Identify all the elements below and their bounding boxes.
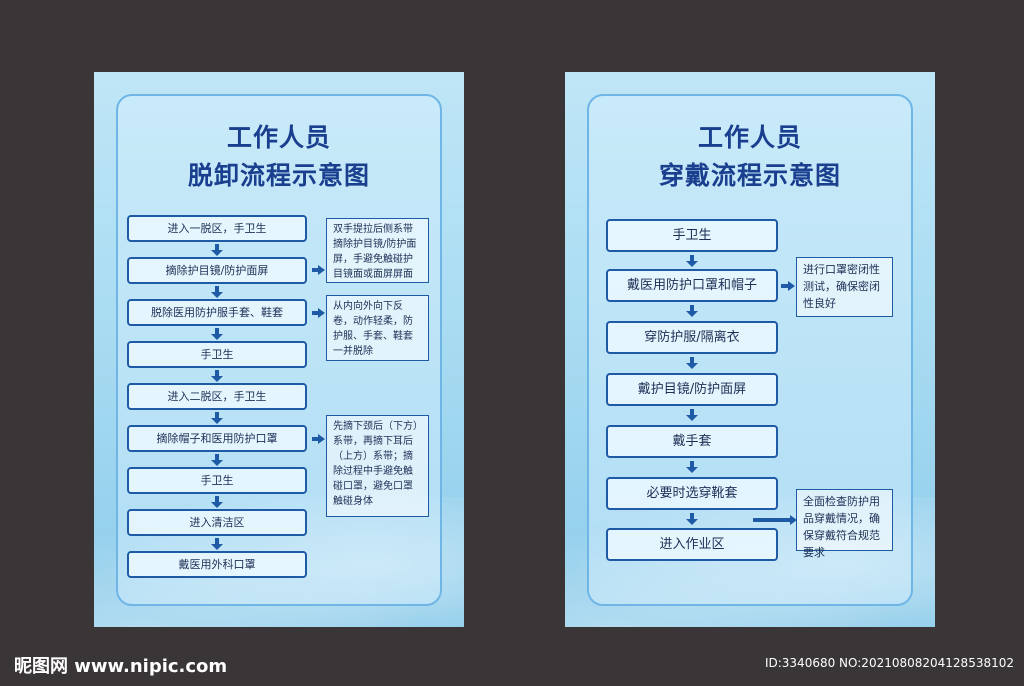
flow-step: 戴医用防护口罩和帽子 [606,269,778,302]
flow-step: 进入一脱区，手卫生 [127,215,307,242]
right-arrow-icon [753,515,797,525]
instruction-note: 双手提拉后侧系带摘除护目镜/防护面屏，手避免触碰护目镜面或面屏屏面 [326,218,429,283]
flow-step: 戴手套 [606,425,778,458]
site-watermark: 昵图网 www.nipic.com [14,656,228,677]
flow-step: 摘除帽子和医用防护口罩 [127,425,307,452]
flow-step: 进入二脱区，手卫生 [127,383,307,410]
flow-step: 手卫生 [606,219,778,252]
right-arrow-icon [312,308,325,318]
flow-step: 摘除护目镜/防护面屏 [127,257,307,284]
flow-step: 脱除医用防护服手套、鞋套 [127,299,307,326]
poster-title-line2: 穿戴流程示意图 [658,161,841,190]
flow-step: 进入作业区 [606,528,778,561]
donning-poster: 工作人员 穿戴流程示意图 手卫生 戴医用防护口罩和帽子 穿防护服/隔离衣 戴护目… [565,72,935,627]
instruction-note: 从内向外向下反卷，动作轻柔，防护服、手套、鞋套一并脱除 [326,295,429,361]
poster-title-line2: 脱卸流程示意图 [187,161,370,190]
right-arrow-icon [781,281,795,291]
instruction-note: 先摘下颈后（下方）系带，再摘下耳后（上方）系带；摘除过程中手避免触碰口罩，避免口… [326,415,429,517]
flow-step: 戴医用外科口罩 [127,551,307,578]
poster-title-line1: 工作人员 [226,123,331,152]
poster-title-line1: 工作人员 [697,123,802,152]
instruction-note: 进行口罩密闭性测试，确保密闭性良好 [796,257,893,317]
right-arrow-icon [312,265,325,275]
doffing-poster: 工作人员 脱卸流程示意图 进入一脱区，手卫生 摘除护目镜/防护面屏 脱除医用防护… [94,72,464,627]
image-id-label: ID:3340680 NO:20210808204128538102 [764,656,1014,670]
flow-step: 穿防护服/隔离衣 [606,321,778,354]
right-arrow-icon [312,434,325,444]
instruction-note: 全面检查防护用品穿戴情况，确保穿戴符合规范要求 [796,489,893,559]
flow-step: 戴护目镜/防护面屏 [606,373,778,406]
flow-step: 手卫生 [127,467,307,494]
flow-step: 手卫生 [127,341,307,368]
flow-step: 必要时选穿靴套 [606,477,778,510]
flow-step: 进入清洁区 [127,509,307,536]
